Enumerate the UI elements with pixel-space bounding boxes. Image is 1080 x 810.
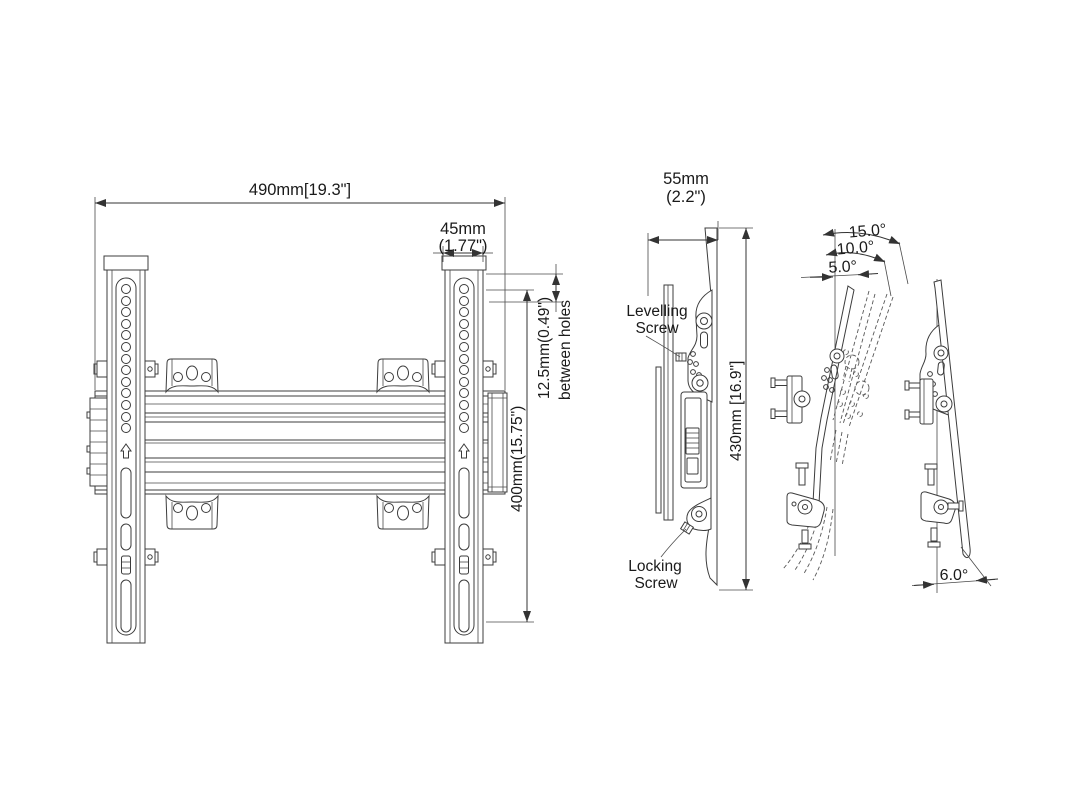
angle-15-label: 15.0° [848, 221, 887, 241]
rail-left-end-cap [86, 397, 108, 487]
dim-overall-width-label: 490mm[19.3"] [249, 181, 351, 199]
foot-bracket-solid [786, 462, 825, 550]
dim-bracket-height: 430mm [16.9"] [719, 227, 753, 591]
angle-5-label: 5.0° [828, 258, 857, 276]
side-view: 55mm (2.2") 430mm [16.9"] Levelling Scre… [626, 170, 753, 592]
tilt-range-view: 15.0° 10.0° 5.0° [770, 221, 909, 581]
dim-depth-inch-label: (2.2") [666, 188, 706, 206]
bracket-top-left [165, 358, 219, 394]
angle-6-label: 6.0° [940, 567, 969, 584]
locking-leader-line [660, 528, 687, 558]
tilted-profile-solid [812, 285, 855, 505]
tv-bracket-profile [675, 227, 718, 587]
bracket-top-right [376, 358, 430, 393]
locking-label-line2: Screw [634, 575, 678, 592]
bracket-bottom-right [376, 495, 430, 530]
dim-angle-6: 6.0° [911, 546, 999, 589]
dim-rail-width-label: 45mm [440, 220, 486, 238]
vesa-rail-right [441, 255, 487, 644]
angle-10-label: 10.0° [836, 238, 875, 258]
dim-rail-width-inch-label: (1.77") [439, 237, 488, 255]
dim-rail-width: 45mm (1.77") [433, 220, 493, 262]
levelling-screw [675, 352, 687, 362]
dim-depth-label: 55mm [663, 170, 709, 188]
front-view: 490mm[19.3"] 45mm (1.77") 12.5mm(0.49") … [86, 181, 574, 644]
locking-screw-callout: Locking Screw [628, 528, 687, 592]
dim-hole-spacing-note: between holes [557, 300, 574, 400]
wall-plate [655, 284, 674, 521]
rail-clips-left [93, 360, 159, 566]
dim-angle-5: 5.0° [800, 258, 879, 282]
dim-vesa-height-label: 400mm(15.75") [509, 406, 526, 512]
tilt-mechanism [680, 391, 708, 489]
dim-hole-spacing-label: 12.5mm(0.49") [536, 297, 553, 399]
vesa-rail-left [103, 255, 149, 644]
dim-overall-width: 490mm[19.3"] [94, 181, 506, 390]
bracket-bottom-left [165, 494, 219, 530]
horizontal-rail [94, 390, 506, 495]
dim-bracket-height-label: 430mm [16.9"] [728, 361, 745, 461]
dim-depth: 55mm (2.2") [647, 170, 719, 296]
foot-bracket-back [920, 463, 964, 548]
levelling-label-line1: Levelling [626, 303, 687, 320]
levelling-leader-line [645, 335, 681, 358]
levelling-screw-callout: Levelling Screw [626, 303, 688, 358]
locking-screw [679, 521, 695, 535]
orientation-arrow-icon [120, 443, 132, 459]
dim-angle-10: 10.0° [825, 238, 892, 297]
locking-label-line1: Locking [628, 558, 681, 575]
wall-bracket-back [904, 378, 934, 425]
wall-bracket-solid [770, 375, 811, 424]
dim-hole-spacing: 12.5mm(0.49") between holes [486, 264, 574, 400]
levelling-label-line2: Screw [635, 320, 679, 337]
dim-vesa-height: 400mm(15.75") [486, 289, 534, 623]
tilted-profile-back [919, 279, 971, 559]
back-tilt-view: 6.0° [904, 279, 999, 593]
dim-angle-15: 15.0° [822, 221, 909, 285]
rail-right-end-cap [487, 392, 508, 493]
